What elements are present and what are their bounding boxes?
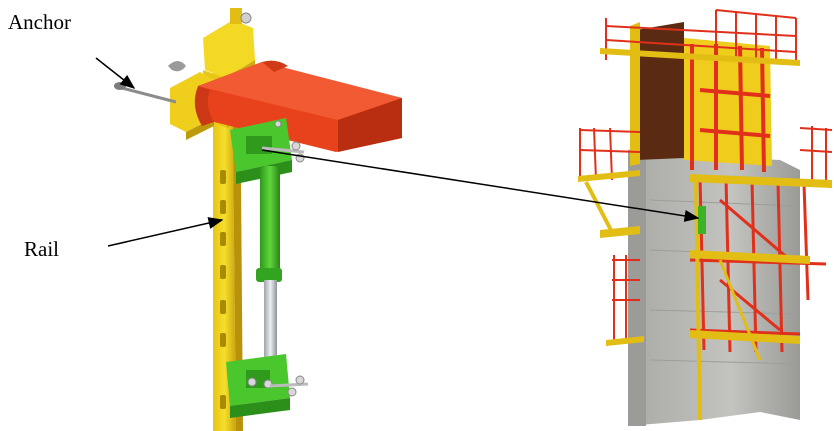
annotation-arrows <box>95 57 700 247</box>
top-handrail <box>605 9 797 62</box>
anchor-label: Anchor <box>8 10 71 34</box>
anchor-arrow <box>95 57 136 89</box>
formwork-system <box>578 9 833 426</box>
rail-arrow <box>107 217 224 247</box>
right-scaffolding <box>689 126 833 421</box>
rail-slots <box>220 170 226 409</box>
hydraulic-cylinder <box>256 166 282 366</box>
rail-label: Rail <box>24 237 59 261</box>
left-scaffolding <box>578 127 644 346</box>
connector-arrow <box>261 149 700 222</box>
concrete-wall <box>628 150 800 426</box>
rail-detail <box>114 8 402 431</box>
lower-climbing-shoe <box>226 354 309 418</box>
